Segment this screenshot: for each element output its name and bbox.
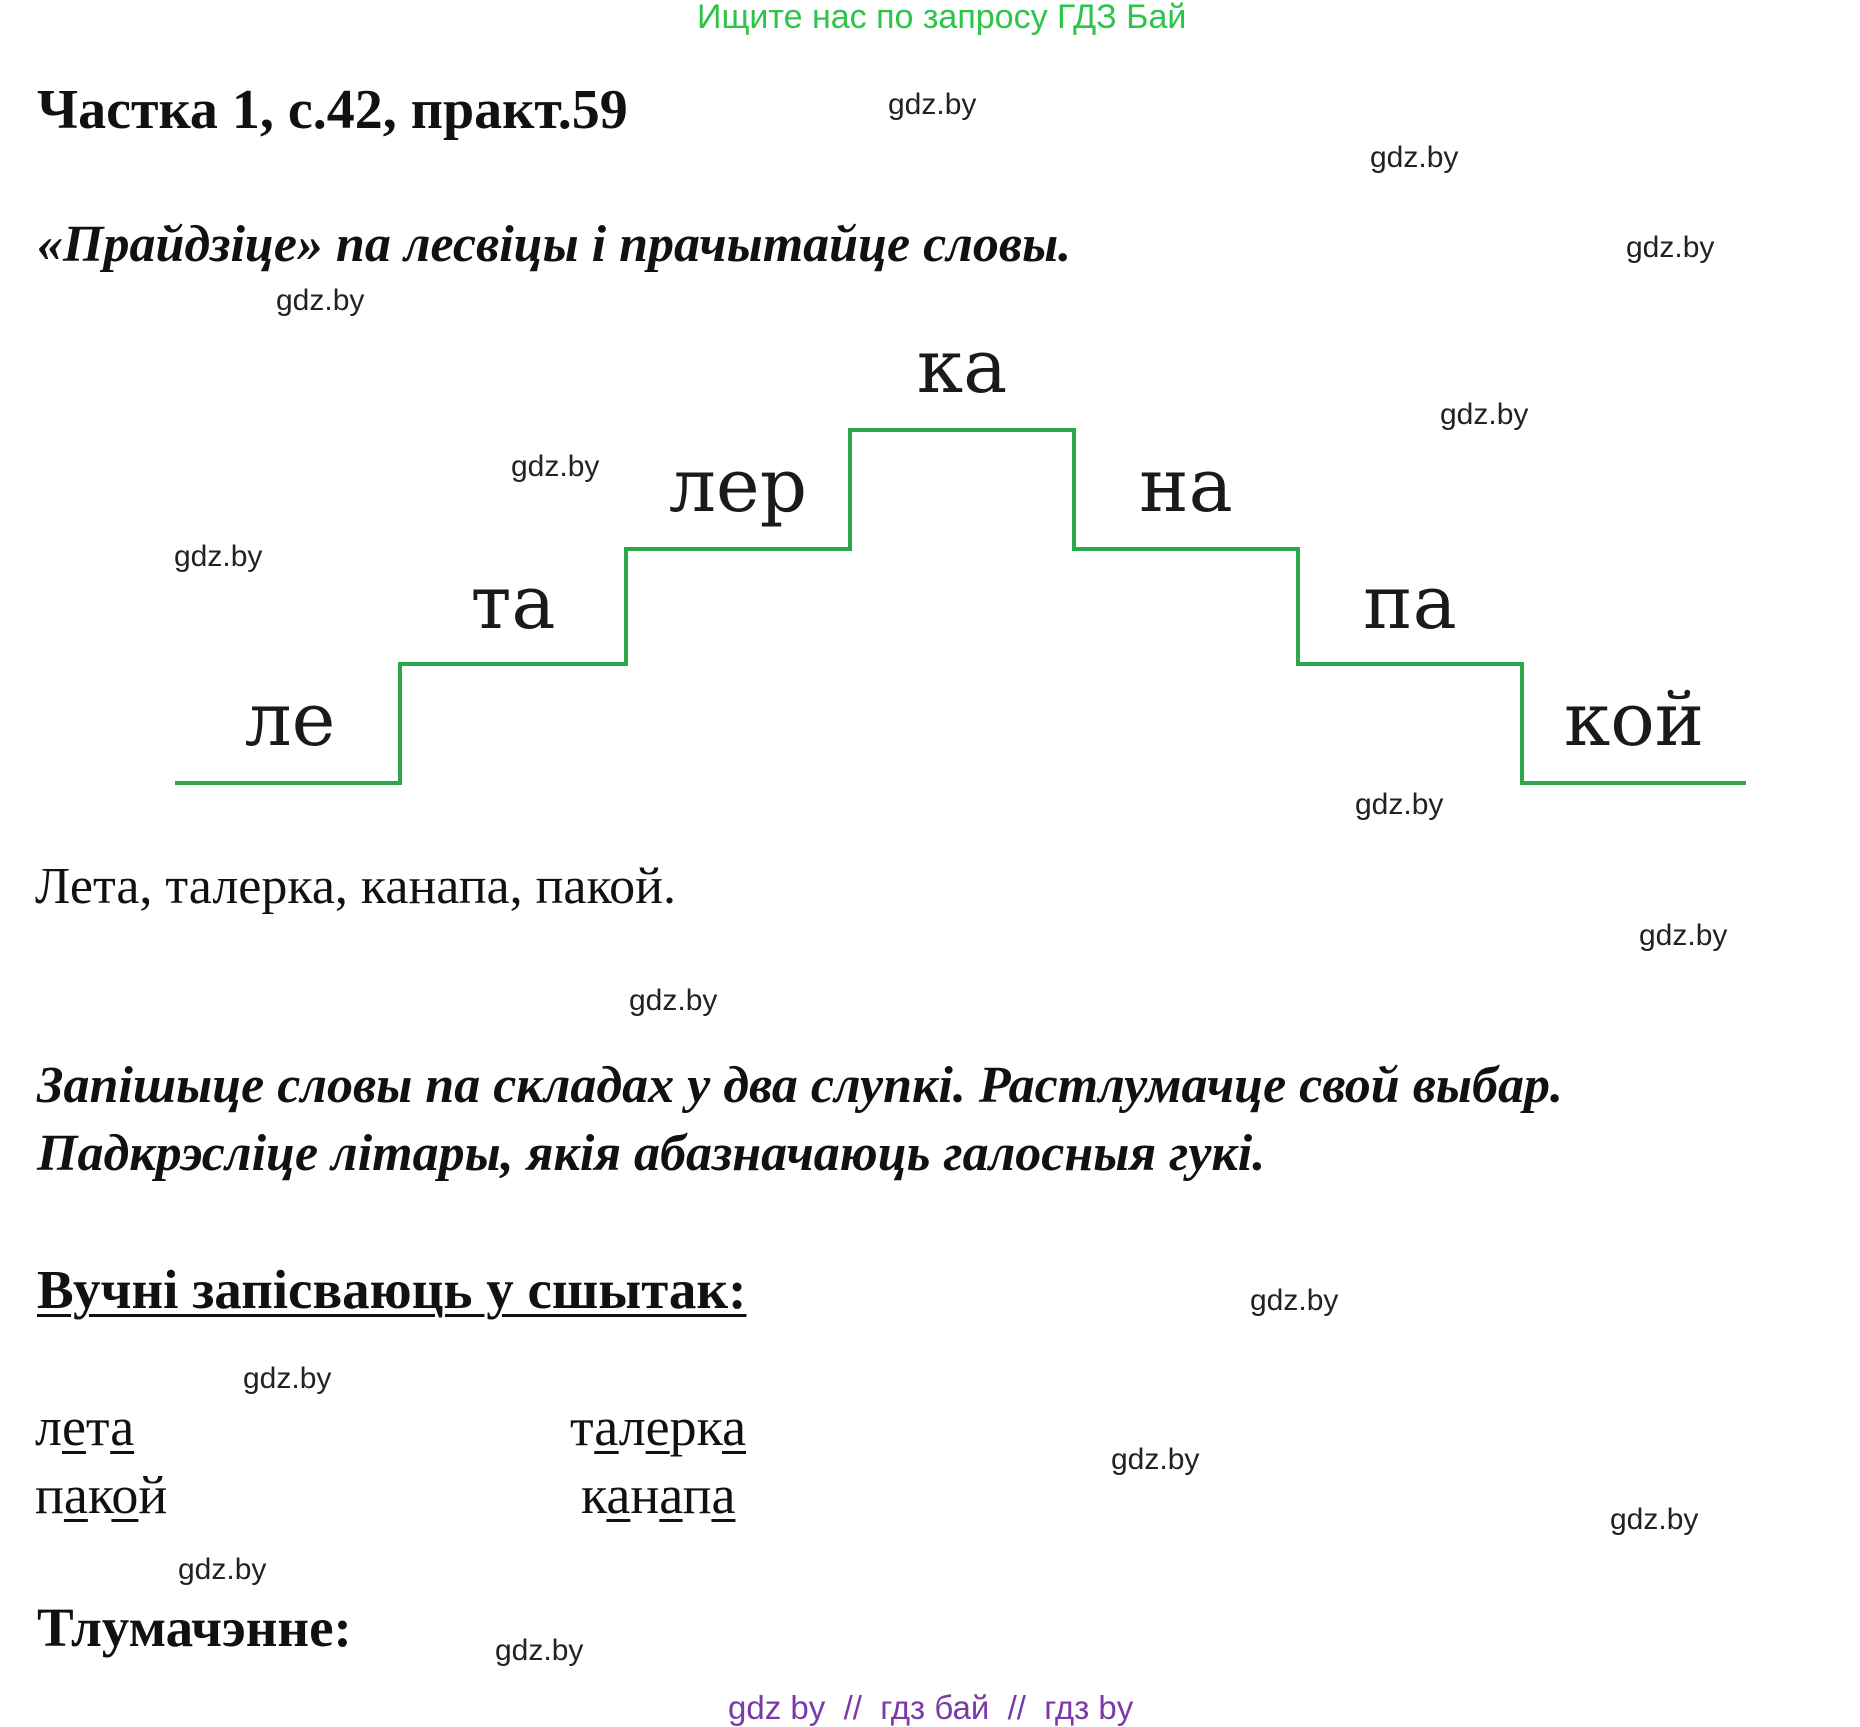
vowel-letter: а — [606, 1465, 631, 1525]
staircase-line — [175, 428, 1746, 785]
letter: л — [35, 1397, 62, 1457]
watermark: gdz.by — [1250, 1284, 1339, 1317]
page-title: Частка 1, с.42, практ.59 — [37, 79, 628, 141]
vowel-letter: а — [711, 1465, 736, 1525]
vowel-letter: е — [645, 1397, 670, 1457]
syllable-na: на — [1139, 443, 1232, 529]
letter: т — [85, 1397, 111, 1457]
footer-links[interactable]: gdz by // гдз бай // гдз by — [728, 1689, 1134, 1726]
watermark: gdz.by — [1626, 231, 1715, 264]
task-2-line-1: Запішыце словы па складах у два слупкі. … — [37, 1057, 1563, 1114]
watermark: gdz.by — [888, 88, 977, 121]
watermark: gdz.by — [1370, 141, 1459, 174]
syllable-ler: лер — [669, 443, 807, 529]
task-2-instruction: Запішыце словы па складах у два слупкі. … — [37, 1052, 1827, 1188]
watermark: gdz.by — [1610, 1503, 1699, 1536]
syllable-koi: кой — [1564, 677, 1704, 763]
letter: л — [618, 1397, 646, 1457]
letter: к — [87, 1465, 112, 1525]
watermark: gdz.by — [495, 1634, 584, 1667]
syllable-ka: ка — [917, 324, 1007, 410]
watermark: gdz.by — [629, 984, 718, 1017]
watermark: gdz.by — [174, 540, 263, 573]
watermark: gdz.by — [511, 450, 600, 483]
watermark: gdz.by — [1111, 1443, 1200, 1476]
word-pakoi: пакой — [35, 1464, 167, 1526]
letter: п — [35, 1465, 64, 1525]
letter: к — [581, 1465, 607, 1525]
word-kanapa: канапа — [581, 1464, 735, 1526]
syllable-le: ле — [245, 677, 336, 763]
vowel-letter: а — [659, 1465, 683, 1525]
syllable-ta: та — [470, 560, 555, 646]
watermark: gdz.by — [243, 1362, 332, 1395]
vowel-letter: а — [110, 1397, 135, 1457]
letter: т — [570, 1397, 595, 1457]
letter: п — [682, 1465, 712, 1525]
explanation-heading: Тлумачэнне: — [37, 1597, 352, 1658]
word-leta: лета — [35, 1396, 134, 1458]
vowel-letter: а — [63, 1465, 88, 1525]
watermark: gdz.by — [1355, 788, 1444, 821]
search-banner-link[interactable]: Ищите нас по запросу ГДЗ Бай — [697, 0, 1187, 36]
syllable-pa: па — [1363, 560, 1456, 646]
letter: н — [630, 1465, 660, 1525]
answer-1: Лета, талерка, канапа, пакой. — [35, 858, 676, 915]
vowel-letter: о — [111, 1465, 139, 1525]
vowel-letter: а — [722, 1397, 747, 1457]
watermark: gdz.by — [1639, 919, 1728, 952]
watermark: gdz.by — [1440, 398, 1529, 431]
task-1-instruction: «Прайдзіце» па лесвіцы і прачытайце слов… — [37, 216, 1072, 273]
watermark: gdz.by — [178, 1553, 267, 1586]
vowel-letter: а — [594, 1397, 619, 1457]
watermark: gdz.by — [276, 284, 365, 317]
letter: й — [138, 1465, 168, 1525]
letter: рк — [669, 1397, 723, 1457]
vowel-letter: е — [61, 1397, 86, 1457]
students-write-heading: Вучні запісваюць у сшытак: — [37, 1259, 747, 1320]
task-2-line-2: Падкрэсліце літары, якія абазначаюць гал… — [37, 1125, 1266, 1182]
word-talerka: талерка — [570, 1396, 746, 1458]
